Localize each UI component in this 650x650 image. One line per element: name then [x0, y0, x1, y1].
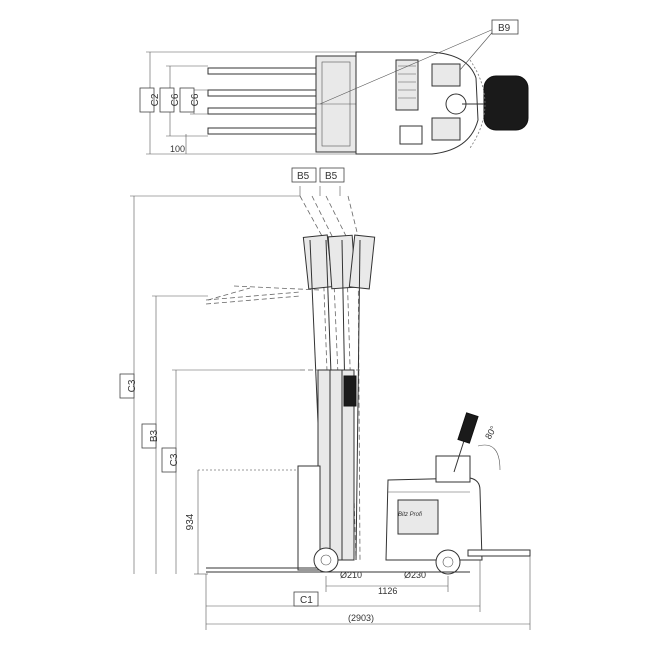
label-1126: 1126: [378, 586, 397, 596]
dimension-lines: [130, 186, 531, 630]
svg-text:C6: C6: [170, 93, 181, 106]
wheel-front: [313, 547, 339, 573]
label-b9: B9: [491, 19, 519, 35]
label-c3-inner: C3: [161, 447, 180, 473]
svg-text:C1: C1: [300, 595, 313, 606]
label-c6-inner: C6: [179, 87, 201, 113]
label-c6-outer: C6: [159, 87, 181, 113]
label-wheel-rear: Ø230: [404, 570, 426, 580]
brand-label: Bitz Profi: [398, 512, 423, 518]
svg-text:C6: C6: [190, 93, 201, 106]
fork-top-2: [207, 89, 317, 97]
svg-text:B9: B9: [498, 23, 511, 34]
svg-text:B5: B5: [297, 171, 310, 182]
label-b3: B3: [141, 423, 160, 449]
wheel-rear: [435, 549, 461, 575]
label-wheel-front: Ø210: [340, 570, 362, 580]
top-view: [146, 27, 529, 155]
fork-side: [297, 465, 321, 571]
label-934: 934: [185, 513, 196, 530]
svg-text:C3: C3: [127, 379, 138, 392]
fork-top-3: [207, 107, 317, 115]
fork-top-1: [207, 67, 317, 75]
svg-text:B3: B3: [149, 429, 160, 442]
fork-top-4: [207, 127, 317, 135]
svg-text:C2: C2: [150, 93, 161, 106]
label-b5-right: B5: [319, 167, 345, 183]
label-c1: C1: [293, 591, 319, 607]
tiller-top: [483, 75, 529, 131]
label-c3-total: C3: [119, 373, 138, 399]
label-angle: 80°: [483, 424, 499, 441]
svg-text:C3: C3: [169, 453, 180, 466]
svg-text:B5: B5: [325, 171, 338, 182]
label-c2: C2: [139, 87, 161, 113]
label-100: 100: [170, 144, 185, 154]
side-view: Bitz Profi: [198, 195, 531, 575]
label-b5-left: B5: [291, 167, 317, 183]
label-overall: (2903): [348, 613, 374, 623]
